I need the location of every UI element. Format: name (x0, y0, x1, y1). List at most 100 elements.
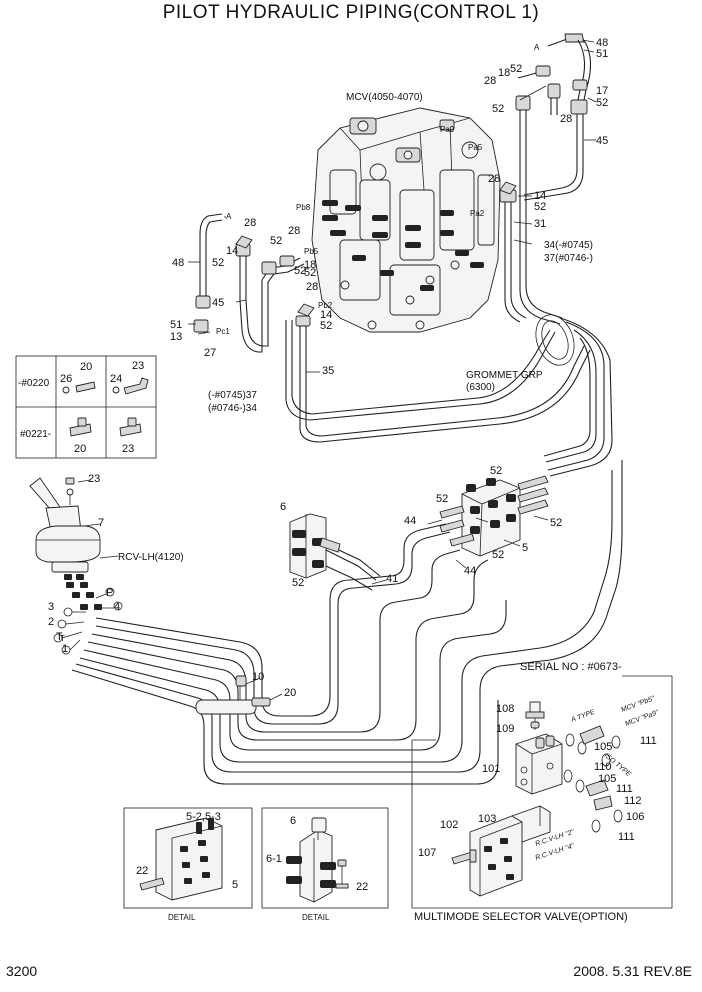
port-pb5: Pb5 (304, 247, 319, 256)
svg-text:51: 51 (596, 48, 608, 60)
left-hoses (193, 213, 315, 360)
svg-text:4: 4 (114, 601, 120, 613)
detail-5-parts: 5-2,5-3 (186, 811, 221, 823)
svg-text:T: T (56, 631, 63, 643)
grommet-label: GROMMET GRP (466, 370, 543, 381)
rcv-joystick (29, 477, 123, 655)
svg-text:2: 2 (48, 616, 54, 628)
svg-text:17: 17 (596, 85, 608, 97)
serial-range-b: #0221- (20, 429, 51, 440)
detail-label-1: DETAIL (168, 913, 196, 922)
svg-text:6-1: 6-1 (266, 853, 282, 865)
svg-text:14: 14 (320, 309, 332, 321)
mcv-label: MCV(4050-4070) (346, 92, 423, 103)
svg-text:28: 28 (288, 225, 300, 237)
svg-text:108: 108 (496, 703, 514, 715)
multimode-box (411, 675, 673, 909)
top-right-hoses (499, 33, 592, 325)
svg-text:20: 20 (74, 443, 86, 455)
leader-lines (77, 39, 597, 701)
svg-text:14: 14 (534, 190, 546, 202)
svg-text:44: 44 (404, 515, 416, 527)
svg-text:31: 31 (534, 218, 546, 230)
svg-text:102: 102 (440, 819, 458, 831)
pipe-bundle-lower (71, 460, 623, 785)
svg-text:111: 111 (618, 831, 635, 843)
svg-text:35: 35 (322, 365, 334, 377)
svg-text:7: 7 (98, 517, 104, 529)
svg-text:106: 106 (626, 811, 644, 823)
grommet-number: (6300) (466, 382, 495, 393)
svg-text:28: 28 (488, 173, 500, 185)
svg-text:52: 52 (436, 493, 448, 505)
port-pb2: Pb2 (318, 301, 333, 310)
svg-text:28: 28 (244, 217, 256, 229)
page-title: PILOT HYDRAULIC PIPING(CONTROL 1) (162, 2, 540, 23)
page-number: 3200 (6, 963, 38, 979)
svg-text:20: 20 (284, 687, 296, 699)
svg-text:45: 45 (212, 297, 224, 309)
svg-text:45: 45 (596, 135, 608, 147)
svg-text:23: 23 (122, 443, 134, 455)
port-pa2: Pa2 (470, 209, 485, 218)
svg-text:5: 5 (522, 542, 528, 554)
svg-text:3: 3 (48, 601, 54, 613)
svg-text:52: 52 (270, 235, 282, 247)
detail-box-6 (261, 807, 389, 909)
svg-text:6: 6 (290, 815, 296, 827)
svg-text:22: 22 (136, 865, 148, 877)
svg-text:105: 105 (598, 773, 616, 785)
svg-text:110: 110 (594, 761, 612, 773)
part-37-serial-left: (-#0745)37 (208, 390, 257, 401)
svg-text:52: 52 (490, 465, 502, 477)
svg-text:10: 10 (252, 671, 264, 683)
detail-box-5 (123, 807, 253, 909)
svg-text:14: 14 (226, 245, 238, 257)
pipe-bundle-upper (285, 314, 613, 477)
svg-text:52: 52 (596, 97, 608, 109)
svg-text:24: 24 (110, 373, 122, 385)
a-type-label: A TYPE (569, 709, 596, 724)
svg-text:52: 52 (510, 63, 522, 75)
port-a-left: A (226, 212, 232, 221)
svg-text:6: 6 (280, 501, 286, 513)
svg-text:52: 52 (492, 549, 504, 561)
svg-text:5: 5 (232, 879, 238, 891)
multimode-label: MULTIMODE SELECTOR VALVE(OPTION) (414, 911, 628, 923)
svg-text:1: 1 (62, 643, 68, 655)
svg-text:20: 20 (80, 361, 92, 373)
svg-text:52: 52 (492, 103, 504, 115)
svg-text:44: 44 (464, 565, 476, 577)
bracket-6 (289, 513, 381, 591)
svg-text:103: 103 (478, 813, 496, 825)
svg-text:18: 18 (498, 67, 510, 79)
svg-text:109: 109 (496, 723, 514, 735)
svg-text:48: 48 (596, 37, 608, 49)
svg-text:41: 41 (386, 573, 398, 585)
part-labels: 48 51 17 52 45 52 18 28 52 28 14 52 28 3… (48, 37, 657, 893)
mcv-pa9-label: MCV "Pa9" (624, 709, 660, 728)
port-t-label: T (60, 634, 65, 643)
svg-text:28: 28 (560, 113, 572, 125)
svg-text:18: 18 (304, 259, 316, 271)
svg-text:26: 26 (60, 373, 72, 385)
svg-text:112: 112 (624, 795, 642, 807)
svg-text:48: 48 (172, 257, 184, 269)
mcv-block (311, 107, 501, 333)
junction-block (439, 475, 549, 557)
svg-text:52: 52 (304, 267, 316, 279)
port-p-label: P (106, 587, 113, 599)
svg-text:111: 111 (616, 783, 633, 795)
svg-text:101: 101 (482, 763, 500, 775)
svg-text:107: 107 (418, 847, 436, 859)
revision-date: 2008. 5.31 REV.8E (573, 963, 692, 979)
svg-text:28: 28 (484, 75, 496, 87)
svg-text:52: 52 (212, 257, 224, 269)
svg-text:52: 52 (534, 201, 546, 213)
svg-text:27: 27 (204, 347, 216, 359)
svg-text:111: 111 (640, 735, 657, 747)
part-34-serial: 34(-#0745) (544, 240, 593, 251)
svg-text:52: 52 (320, 320, 332, 332)
